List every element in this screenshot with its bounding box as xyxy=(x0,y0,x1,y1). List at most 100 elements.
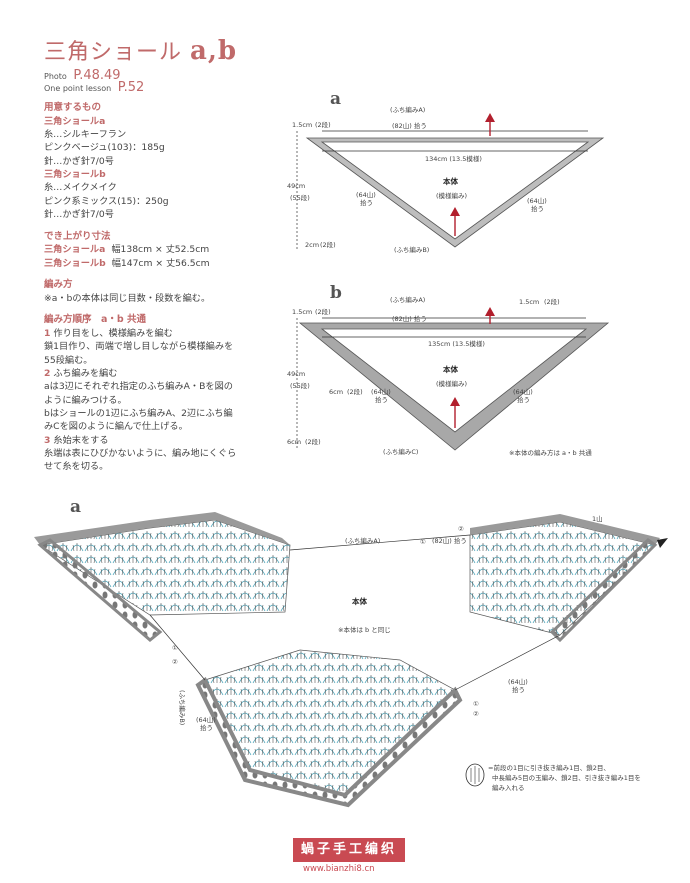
site-url: www.bianzhi8.cn xyxy=(303,864,375,874)
step-3-line: 糸始末をする xyxy=(53,434,109,446)
instructions-column: 用意するもの 三角ショールa 糸…シルキーフラン ピンクベージュ(103)：18… xyxy=(44,97,254,474)
diagram-b-arrow-body-head xyxy=(450,397,460,406)
diagram-b-note: ※本体の編み方は a・b 共通 xyxy=(509,448,592,457)
diagram-b-dim-bottom-rows: (2段) xyxy=(305,437,321,446)
chart-top-connector xyxy=(289,534,471,551)
chart-left-pick: (64山) xyxy=(196,715,216,724)
diagram-b-left-pick: (64山) xyxy=(371,387,391,396)
diagram-a-label: a xyxy=(330,89,341,109)
step-2-line: ふち編みを編む xyxy=(53,367,118,379)
chart-label: a xyxy=(70,497,81,517)
step-2-line: aは3辺にそれぞれ指定のふち編みA・Bを図の xyxy=(44,381,233,393)
diagram-b-arrow-top-head xyxy=(485,307,495,316)
chart-note: ※本体は b と同じ xyxy=(338,625,391,634)
chart-edge-a-label: (ふち編みA) xyxy=(345,536,380,545)
diagram-b-left-pick: 拾う xyxy=(375,395,388,404)
materials-a-name: 三角ショールa xyxy=(44,115,106,127)
photo-page: P.48.49 xyxy=(73,68,121,83)
title-text: 三角ショール xyxy=(44,40,183,65)
size-row-a: 三角ショールa 幅138cm × 丈52.5cm xyxy=(44,243,254,256)
diagram-b-right-pick: (64山) xyxy=(513,387,533,396)
gauge-text: ※a・bの本体は同じ目数・段数を編む。 xyxy=(44,292,211,304)
chart-right-corner-body xyxy=(469,521,656,636)
materials-b-name: 三角ショールb xyxy=(44,169,106,181)
diagram-b-dim-top: 1.5cm xyxy=(292,308,312,316)
step-2-line: ように編みつける。 xyxy=(44,394,127,406)
materials-heading: 用意するもの xyxy=(44,102,102,113)
photo-ref: Photo P.48.49 xyxy=(44,68,121,83)
chart-right-connector xyxy=(454,634,561,691)
diagram-a-top-pick: (82山) 拾う xyxy=(392,121,427,130)
diagram-b-pattern: (模様編み) xyxy=(436,379,467,388)
diagram-b-width: 135cm (13.5模様) xyxy=(428,339,485,348)
diagram-a-dim-bottom: 2cm xyxy=(305,241,319,249)
chart-left-side-edge xyxy=(37,538,163,642)
diagram-b-dim-bottom: 6cm xyxy=(287,438,301,446)
diagram-a-left-pick: (64山) xyxy=(356,190,376,199)
diagram-a-edge-a-label: (ふち編みA) xyxy=(390,105,425,114)
diagram-b-dim-top-rows: (2段) xyxy=(315,307,331,316)
materials-b-line: ピンク系ミックス(15)：250g xyxy=(44,195,169,207)
size-b-name: 三角ショールb xyxy=(44,257,106,269)
chart-left-row-1: ① xyxy=(172,644,178,652)
chart-body-label: 本体 xyxy=(351,596,367,606)
size-a-value: 幅138cm × 丈52.5cm xyxy=(111,244,210,256)
diagram-a-dim-height: 49cm xyxy=(287,182,305,190)
chart-right-side-edge xyxy=(549,538,658,643)
diagram-a-dim-height-rows: (55段) xyxy=(290,193,310,202)
materials-a-line: ピンクベージュ(103)：185g xyxy=(44,142,165,154)
chart-one-loop: 1山 xyxy=(592,514,603,523)
diagram-b-dim-right-top: 1.5cm xyxy=(519,298,539,306)
step-2-number: 2 xyxy=(44,367,51,379)
chart-right-top-edge xyxy=(470,514,660,545)
diagram-a-edge-b-label: (ふち編みB) xyxy=(394,245,429,254)
diagram-a-arrow-top-head xyxy=(485,113,495,122)
diagram-a-dim-bottom-rows: (2段) xyxy=(320,240,336,249)
chart-left-top-edge xyxy=(34,512,290,545)
diagram-a-right-pick: (64山) xyxy=(527,196,547,205)
page-title: 三角ショール a,b xyxy=(44,34,237,66)
chart-left-row-2: ② xyxy=(172,658,178,666)
chart-right-pick: 拾う xyxy=(512,685,525,694)
diagram-a-arrow-body-head xyxy=(450,207,460,216)
diagram-a-right-pick: 拾う xyxy=(531,204,544,213)
steps-heading: 編み方順序 a・b 共通 xyxy=(44,314,147,326)
diagram-b-edge-a-label: (ふち編みA) xyxy=(390,295,425,304)
lesson-ref: One point lesson P.52 xyxy=(44,80,144,95)
lesson-page: P.52 xyxy=(117,80,145,95)
gauge-heading: 編み方 xyxy=(44,278,73,290)
diagram-a-dim-top: 1.5cm xyxy=(292,121,312,129)
chart-top-pick: (82山) 拾う xyxy=(432,536,467,545)
diagram-a-body xyxy=(320,141,590,240)
diagram-b-label: b xyxy=(330,283,342,303)
materials-a-line: 針…かぎ針7/0号 xyxy=(44,155,114,167)
diagram-b-dim-height-rows: (55段) xyxy=(290,381,310,390)
diagram-b-right-pick: 拾う xyxy=(517,395,530,404)
diagram-b-dim-side: 6cm xyxy=(329,388,343,396)
size-row-b: 三角ショールb 幅147cm × 丈56.5cm xyxy=(44,257,254,270)
diagram-a-left-pick: 拾う xyxy=(360,198,373,207)
photo-label: Photo xyxy=(44,72,67,81)
chart-left-pick: 拾う xyxy=(200,723,213,732)
step-2-line: みCを図のように編んで仕上げる。 xyxy=(44,421,188,433)
materials-b-line: 針…かぎ針7/0号 xyxy=(44,209,114,221)
diagram-b-edge-c-label: (ふち編みC) xyxy=(383,447,418,456)
step-3-line: せて糸を切る。 xyxy=(44,461,109,473)
size-a-name: 三角ショールa xyxy=(44,244,106,256)
step-3-line: 糸端は表にひびかないように、編み地にくぐら xyxy=(44,447,237,459)
chart-right-row-1: ① xyxy=(473,700,479,708)
chart-start-marker xyxy=(657,538,668,548)
size-b-value: 幅147cm × 丈56.5cm xyxy=(111,257,210,269)
diagram-b-body xyxy=(320,328,588,433)
chart-edge-b-label: (ふち編みB) xyxy=(178,690,187,725)
diagram-b-top-pick: (82山) 拾う xyxy=(392,314,427,323)
legend-line-3: 編み入れる xyxy=(492,783,525,792)
sizes-heading: でき上がり寸法 xyxy=(44,230,111,242)
diagram-b-dim-height: 49cm xyxy=(287,370,305,378)
